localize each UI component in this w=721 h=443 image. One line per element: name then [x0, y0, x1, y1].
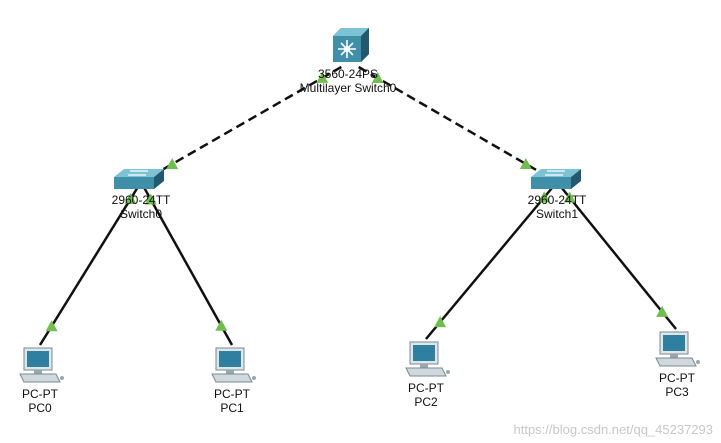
pc3-label: PC-PT PC3 [659, 371, 695, 399]
pc-icon[interactable] [19, 347, 64, 383]
link-up-marker [215, 319, 228, 331]
trunk-link[interactable] [140, 65, 342, 184]
access-link[interactable] [139, 181, 234, 346]
switch-icon[interactable] [531, 169, 581, 189]
link-up-marker [144, 193, 157, 205]
multilayer-switch-label: 3560-24PS Multilayer Switch0 [300, 67, 397, 95]
device-model: PC-PT [214, 387, 250, 401]
multilayer-switch-icon[interactable] [333, 28, 369, 62]
link-up-marker [538, 191, 551, 203]
link-up-marker [45, 320, 58, 332]
switch-icon[interactable] [114, 169, 164, 189]
device-model: PC-PT [22, 387, 58, 401]
watermark: https://blog.csdn.net/qq_45237293 [513, 422, 714, 437]
device-model: 3560-24PS [317, 67, 379, 81]
device-model: 2960-24TT [527, 193, 587, 207]
link-up-marker [563, 191, 576, 203]
access-link[interactable] [38, 181, 143, 346]
link-up-marker [124, 193, 137, 205]
switch1-label: 2960-24TT Switch1 [528, 193, 587, 221]
device-name: PC2 [414, 395, 438, 409]
trunk-link[interactable] [358, 65, 558, 184]
link-up-marker [316, 71, 329, 83]
device-name: Switch1 [535, 207, 579, 221]
link-up-marker [371, 72, 384, 84]
link-up-marker [434, 316, 447, 328]
pc-icon[interactable] [655, 331, 700, 367]
link-markers-layer [45, 71, 669, 332]
device-name: PC0 [28, 401, 52, 415]
device-model: PC-PT [408, 381, 444, 395]
device-name: Multilayer Switch0 [299, 81, 397, 95]
links-layer [38, 65, 677, 346]
pc-icon[interactable] [211, 347, 256, 383]
pc1-label: PC-PT PC1 [214, 387, 250, 415]
device-name: PC3 [665, 385, 689, 399]
device-name: PC1 [220, 401, 244, 415]
pc0-label: PC-PT PC0 [22, 387, 58, 415]
pc2-label: PC-PT PC2 [408, 381, 444, 409]
pc-icon[interactable] [405, 341, 450, 377]
device-model: 2960-24TT [111, 193, 171, 207]
switch0-label: 2960-24TT Switch0 [112, 193, 171, 221]
access-link[interactable] [425, 181, 558, 340]
link-up-marker [656, 305, 669, 317]
access-link[interactable] [556, 181, 677, 330]
device-name: Switch0 [119, 207, 163, 221]
link-up-marker [519, 157, 532, 169]
link-up-marker [166, 158, 179, 170]
device-model: PC-PT [659, 371, 695, 385]
